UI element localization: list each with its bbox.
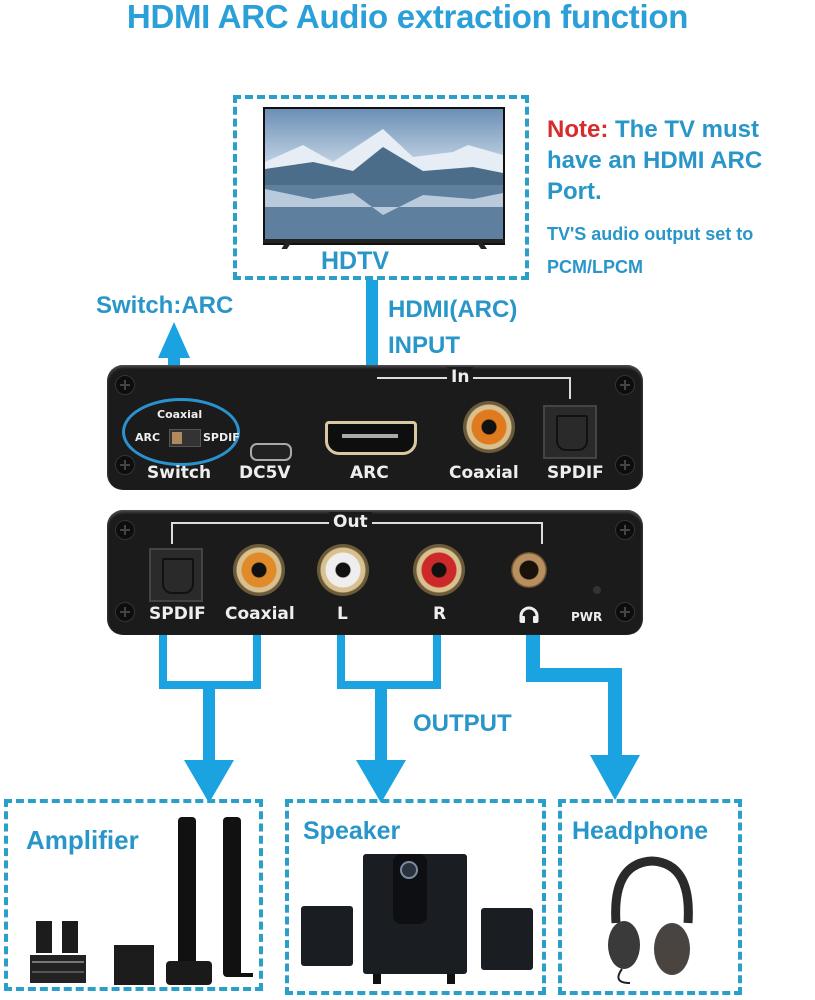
amplifier-box: Amplifier [4,799,263,991]
port-label-dc5v: DC5V [239,463,291,483]
hdmi-input-line2: INPUT [388,332,460,359]
spdif-input-port [543,405,597,459]
tv-icon [263,107,505,249]
port-label-coaxial-in: Coaxial [449,463,519,483]
speaker-label: Speaker [303,817,401,845]
port-label-coaxial-out: Coaxial [225,604,295,624]
switch-knob[interactable] [172,432,182,444]
screw-icon [115,455,135,475]
hdtv-box: HDTV [233,95,529,280]
note-line3: Port. [547,178,602,205]
switch-option-spdif: SPDIF [203,431,240,444]
hdmi-arc-port [325,421,417,455]
selector-switch[interactable] [169,429,201,447]
input-panel: In Coaxial ARC SPDIF Switch DC5V ARC Coa… [107,365,643,490]
switch-arrowhead-icon [158,322,190,358]
hdmi-input-label: HDMI(ARC) INPUT [388,292,517,364]
speaker-connector [337,635,441,689]
speaker-arrowhead-icon [356,760,406,803]
switch-arc-label: Switch:ARC [96,292,234,319]
output-panel: Out SPDIF Coaxial L R PWR [107,510,643,635]
headphone-jack [511,552,547,588]
port-label-right: R [433,604,447,624]
port-label-pwr: PWR [571,610,603,624]
screw-icon [615,520,635,540]
headphone-label: Headphone [572,817,709,845]
switch-highlight-ellipse [122,398,240,466]
amplifier-arrow-shaft [203,685,215,765]
screw-icon [115,520,135,540]
in-group-label: In [447,367,474,387]
port-label-left: L [337,604,348,624]
screw-icon [615,455,635,475]
note-line2: have an HDMI ARC [547,147,763,174]
amplifier-connector [159,635,261,689]
out-group-label: Out [329,512,372,532]
output-label: OUTPUT [413,710,512,737]
right-audio-jack [413,544,465,596]
hdtv-label: HDTV [321,247,390,275]
note-sub1: TV'S audio output set to [547,224,754,244]
note-sub2: PCM/LPCM [547,257,643,277]
coaxial-output-jack [233,544,285,596]
note-subtext: TV'S audio output set to PCM/LPCM [547,218,815,284]
speaker-system-icon [297,848,537,988]
left-audio-jack [317,544,369,596]
note-prefix: Note: [547,116,609,143]
amplifier-arrowhead-icon [184,760,234,803]
port-label-spdif-out: SPDIF [149,604,206,624]
hdmi-input-line1: HDMI(ARC) [388,296,518,323]
headphone-connector [526,635,622,755]
port-label-arc: ARC [350,463,389,483]
switch-option-arc: ARC [135,431,161,444]
port-label-switch: Switch [147,463,212,483]
screw-icon [615,375,635,395]
port-label-spdif-in: SPDIF [547,463,604,483]
coaxial-input-jack [463,401,515,453]
screw-icon [115,375,135,395]
page-title: HDMI ARC Audio extraction function [126,0,689,35]
in-bracket [377,377,571,399]
screw-icon [615,602,635,622]
note-line1: The TV must [608,116,760,143]
home-theater-icon [18,813,258,988]
speaker-box: Speaker [285,799,546,995]
headphone-box: Headphone [558,799,742,995]
output-connectors [159,635,640,803]
hdmi-input-arrow-shaft [366,280,378,390]
screw-icon [115,602,135,622]
switch-option-coaxial: Coaxial [157,408,203,421]
note-text: Note: The TV must have an HDMI ARC Port. [547,114,815,207]
amplifier-label: Amplifier [26,825,139,855]
pwr-led [593,586,601,594]
headphone-icon [519,606,539,624]
headphone-arrowhead-icon [590,755,640,800]
headphone-device-icon [602,853,702,988]
speaker-arrow-shaft [375,685,387,765]
dc5v-port [250,443,292,461]
spdif-output-port [149,548,203,602]
